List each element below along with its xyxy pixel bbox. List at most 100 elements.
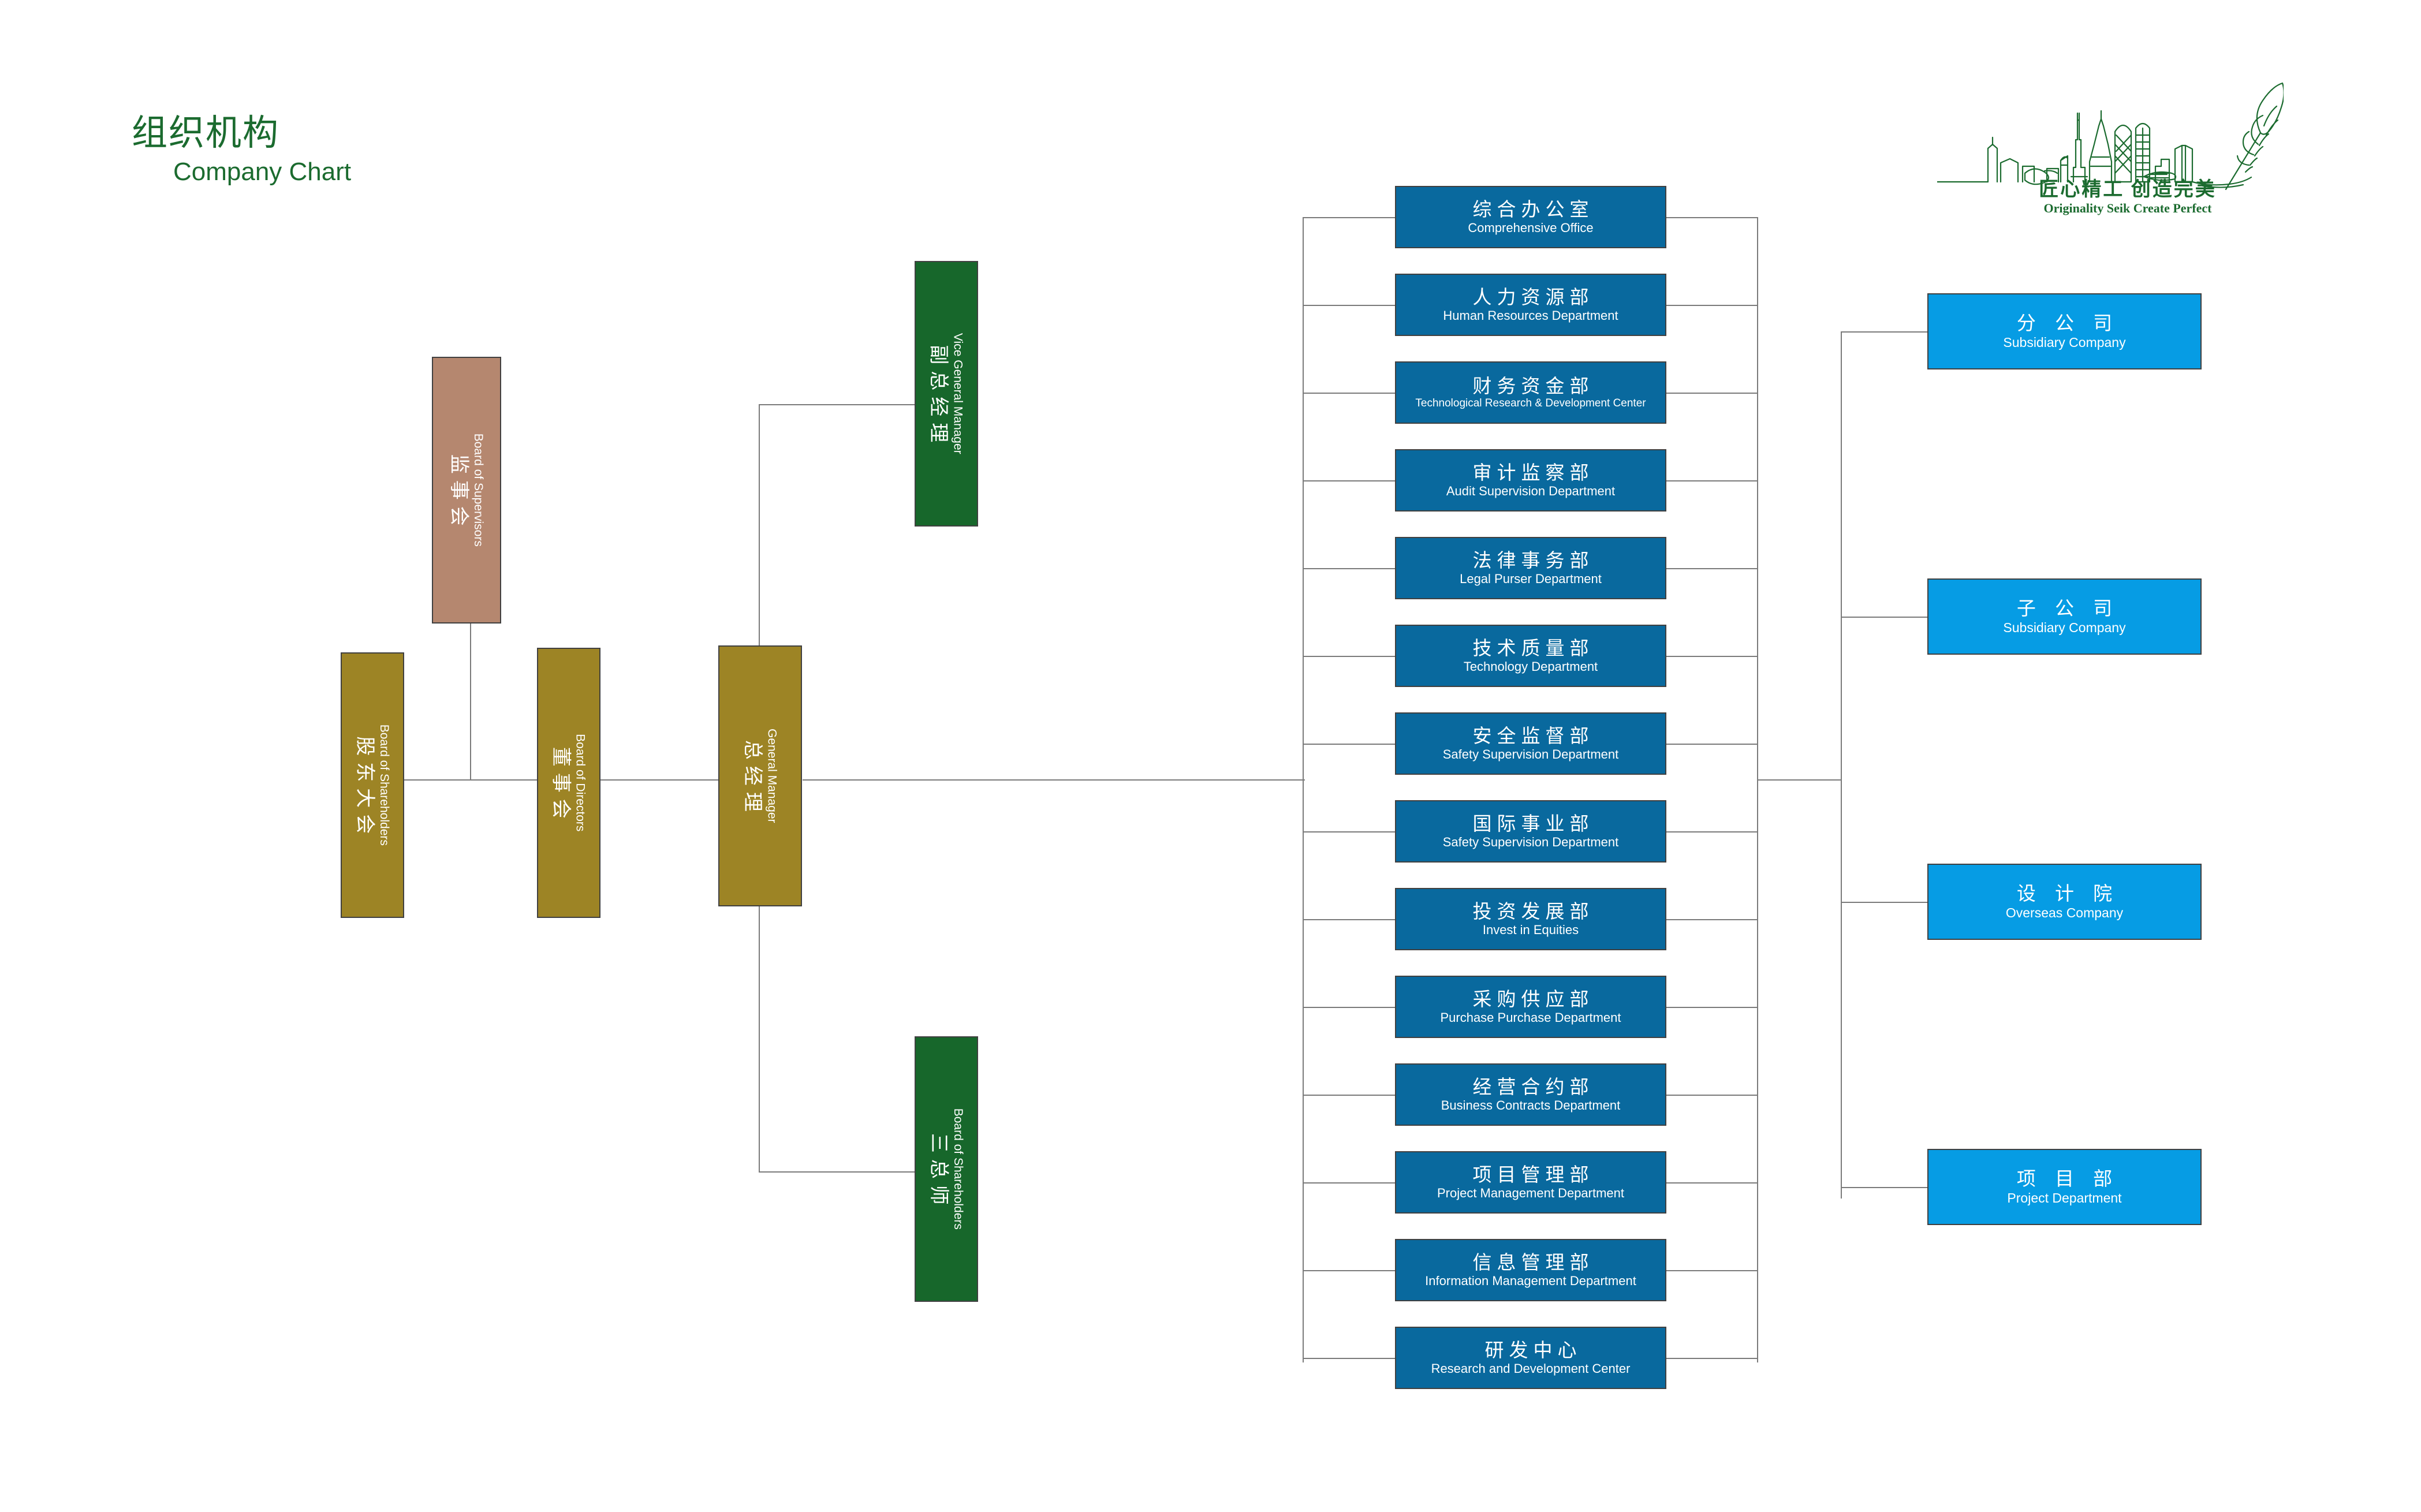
department-right-bus (1757, 217, 1758, 1362)
box-department-5-cn: 技术质量部 (1472, 637, 1594, 659)
box-supervisors-cn: 监事会 (448, 454, 471, 532)
dept-stub-right-10 (1666, 1095, 1758, 1096)
box-company-1-en: Subsidiary Company (2003, 619, 2126, 635)
box-department-2-cn: 财务资金部 (1472, 375, 1594, 397)
box-department-8[interactable]: 投资发展部 Invest in Equities (1395, 888, 1666, 950)
connector-vgm-horizontal (759, 404, 915, 405)
box-supervisors-en: Board of Supervisors (471, 433, 485, 547)
dept-stub-right-1 (1666, 305, 1758, 306)
box-company-1-cn: 子 公 司 (2016, 597, 2120, 619)
dept-stub-7 (1303, 831, 1395, 832)
box-company-0[interactable]: 分 公 司 Subsidiary Company (1927, 293, 2202, 369)
box-general-manager-en: General Manager (765, 729, 779, 823)
dept-stub-right-9 (1666, 1007, 1758, 1008)
box-department-9[interactable]: 采购供应部 Purchase Purchase Department (1395, 976, 1666, 1038)
box-company-2[interactable]: 设 计 院 Overseas Company (1927, 864, 2202, 940)
box-department-7-cn: 国际事业部 (1472, 812, 1594, 834)
company-stub-1 (1841, 617, 1927, 618)
box-department-10-en: Business Contracts Department (1441, 1097, 1621, 1112)
box-company-3-en: Project Department (2007, 1190, 2122, 1205)
connector-departments-companies (1757, 779, 1841, 781)
box-department-5[interactable]: 技术质量部 Technology Department (1395, 625, 1666, 687)
connector-gm-departments (803, 779, 1305, 781)
box-department-7-en: Safety Supervision Department (1442, 834, 1619, 849)
dept-stub-12 (1303, 1270, 1395, 1271)
box-shareholders-cn: 股东大会 (354, 736, 376, 841)
department-bus (1303, 217, 1304, 1362)
box-general-manager[interactable]: General Manager 总经理 (718, 645, 802, 906)
box-department-4[interactable]: 法律事务部 Legal Purser Department (1395, 537, 1666, 599)
box-vgm-cn: 副总经理 (928, 345, 950, 449)
box-department-11[interactable]: 项目管理部 Project Management Department (1395, 1151, 1666, 1214)
connector-supervisors-stub (470, 624, 471, 781)
box-company-2-cn: 设 计 院 (2016, 882, 2120, 904)
box-department-13-cn: 研发中心 (1484, 1339, 1582, 1361)
dept-stub-6 (1303, 744, 1395, 745)
box-shareholders-en: Board of Shareholders (377, 724, 391, 846)
box-department-2[interactable]: 财务资金部 Technological Research & Developme… (1395, 361, 1666, 424)
page-title-en: Company Chart (173, 158, 352, 186)
box-board-of-directors[interactable]: Board of Directors 董事会 (537, 648, 600, 918)
box-department-11-cn: 项目管理部 (1472, 1163, 1594, 1185)
box-company-3[interactable]: 项 目 部 Project Department (1927, 1149, 2202, 1225)
box-department-10[interactable]: 经营合约部 Business Contracts Department (1395, 1063, 1666, 1126)
box-department-6-en: Safety Supervision Department (1442, 746, 1619, 761)
dept-stub-right-11 (1666, 1182, 1758, 1184)
box-department-6[interactable]: 安全监督部 Safety Supervision Department (1395, 712, 1666, 775)
dept-stub-right-13 (1666, 1358, 1758, 1359)
box-department-13[interactable]: 研发中心 Research and Development Center (1395, 1327, 1666, 1389)
box-department-4-cn: 法律事务部 (1472, 549, 1594, 571)
dept-stub-right-5 (1666, 656, 1758, 657)
dept-stub-9 (1303, 1007, 1395, 1008)
page-title-cn: 组织机构 (132, 113, 280, 153)
page-title: 组织机构 Company Chart (132, 115, 351, 185)
box-department-1[interactable]: 人力资源部 Human Resources Department (1395, 274, 1666, 336)
box-department-6-cn: 安全监督部 (1472, 725, 1594, 746)
box-department-0-en: Comprehensive Office (1468, 220, 1594, 235)
dept-stub-11 (1303, 1182, 1395, 1184)
box-department-12-cn: 信息管理部 (1472, 1251, 1594, 1273)
company-bus (1841, 331, 1842, 1199)
skyline-quill-logo (1937, 64, 2284, 231)
box-department-1-en: Human Resources Department (1443, 308, 1618, 323)
box-company-0-cn: 分 公 司 (2016, 312, 2120, 334)
company-stub-3 (1841, 1187, 1927, 1188)
box-department-12-en: Information Management Department (1425, 1273, 1636, 1288)
dept-stub-right-12 (1666, 1270, 1758, 1271)
company-stub-2 (1841, 902, 1927, 903)
connector-gm-to-chiefs-vertical (759, 906, 760, 1172)
box-department-3[interactable]: 审计监察部 Audit Supervision Department (1395, 449, 1666, 512)
box-department-8-cn: 投资发展部 (1472, 900, 1594, 922)
box-company-2-en: Overseas Company (2005, 905, 2124, 920)
dept-stub-8 (1303, 919, 1395, 920)
dept-stub-right-6 (1666, 744, 1758, 745)
box-company-0-en: Subsidiary Company (2003, 334, 2126, 350)
box-department-0[interactable]: 综合办公室 Comprehensive Office (1395, 186, 1666, 248)
logo-slogan-cn: 匠心精工 创造完美 (2039, 179, 2217, 200)
dept-stub-5 (1303, 656, 1395, 657)
box-department-11-en: Project Management Department (1437, 1185, 1625, 1200)
box-department-8-en: Invest in Equities (1482, 922, 1579, 937)
box-board-of-supervisors[interactable]: Board of Supervisors 监事会 (432, 357, 501, 624)
box-chiefs-en: Board of Shareholders (951, 1108, 965, 1230)
dept-stub-right-4 (1666, 568, 1758, 569)
box-department-7[interactable]: 国际事业部 Safety Supervision Department (1395, 800, 1666, 863)
box-department-13-en: Research and Development Center (1431, 1361, 1631, 1376)
box-department-12[interactable]: 信息管理部 Information Management Department (1395, 1239, 1666, 1301)
dept-stub-right-0 (1666, 217, 1758, 218)
box-department-3-en: Audit Supervision Department (1446, 483, 1616, 498)
dept-stub-0 (1303, 217, 1395, 218)
box-vgm-en: Vice General Manager (951, 333, 965, 454)
box-department-10-cn: 经营合约部 (1472, 1076, 1594, 1097)
box-vice-general-manager[interactable]: Vice General Manager 副总经理 (915, 261, 978, 527)
dept-stub-13 (1303, 1358, 1395, 1359)
dept-stub-right-8 (1666, 919, 1758, 920)
connector-gm-to-vgm-vertical (759, 404, 760, 781)
logo-slogan-en: Originality Seik Create Perfect (2043, 201, 2212, 215)
box-board-of-shareholders[interactable]: Board of Shareholders 股东大会 (341, 652, 404, 918)
connector-directors-gm (600, 779, 719, 781)
box-department-9-en: Purchase Purchase Department (1440, 1010, 1621, 1025)
box-three-chief-engineers[interactable]: Board of Shareholders 三总师 (915, 1036, 978, 1302)
box-department-5-en: Technology Department (1463, 659, 1598, 674)
box-company-1[interactable]: 子 公 司 Subsidiary Company (1927, 578, 2202, 655)
